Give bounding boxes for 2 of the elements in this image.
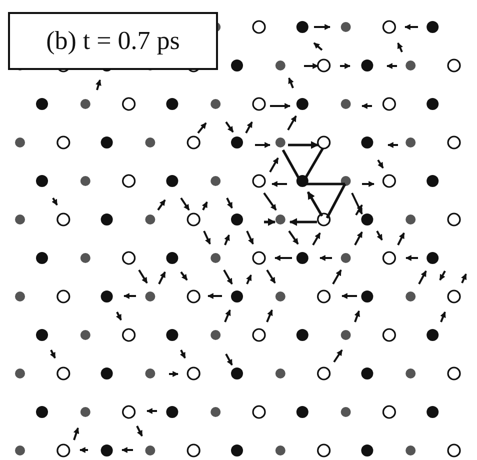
panel-label-box xyxy=(8,12,218,70)
panel-label: (b) t = 0.7 ps xyxy=(46,26,180,56)
